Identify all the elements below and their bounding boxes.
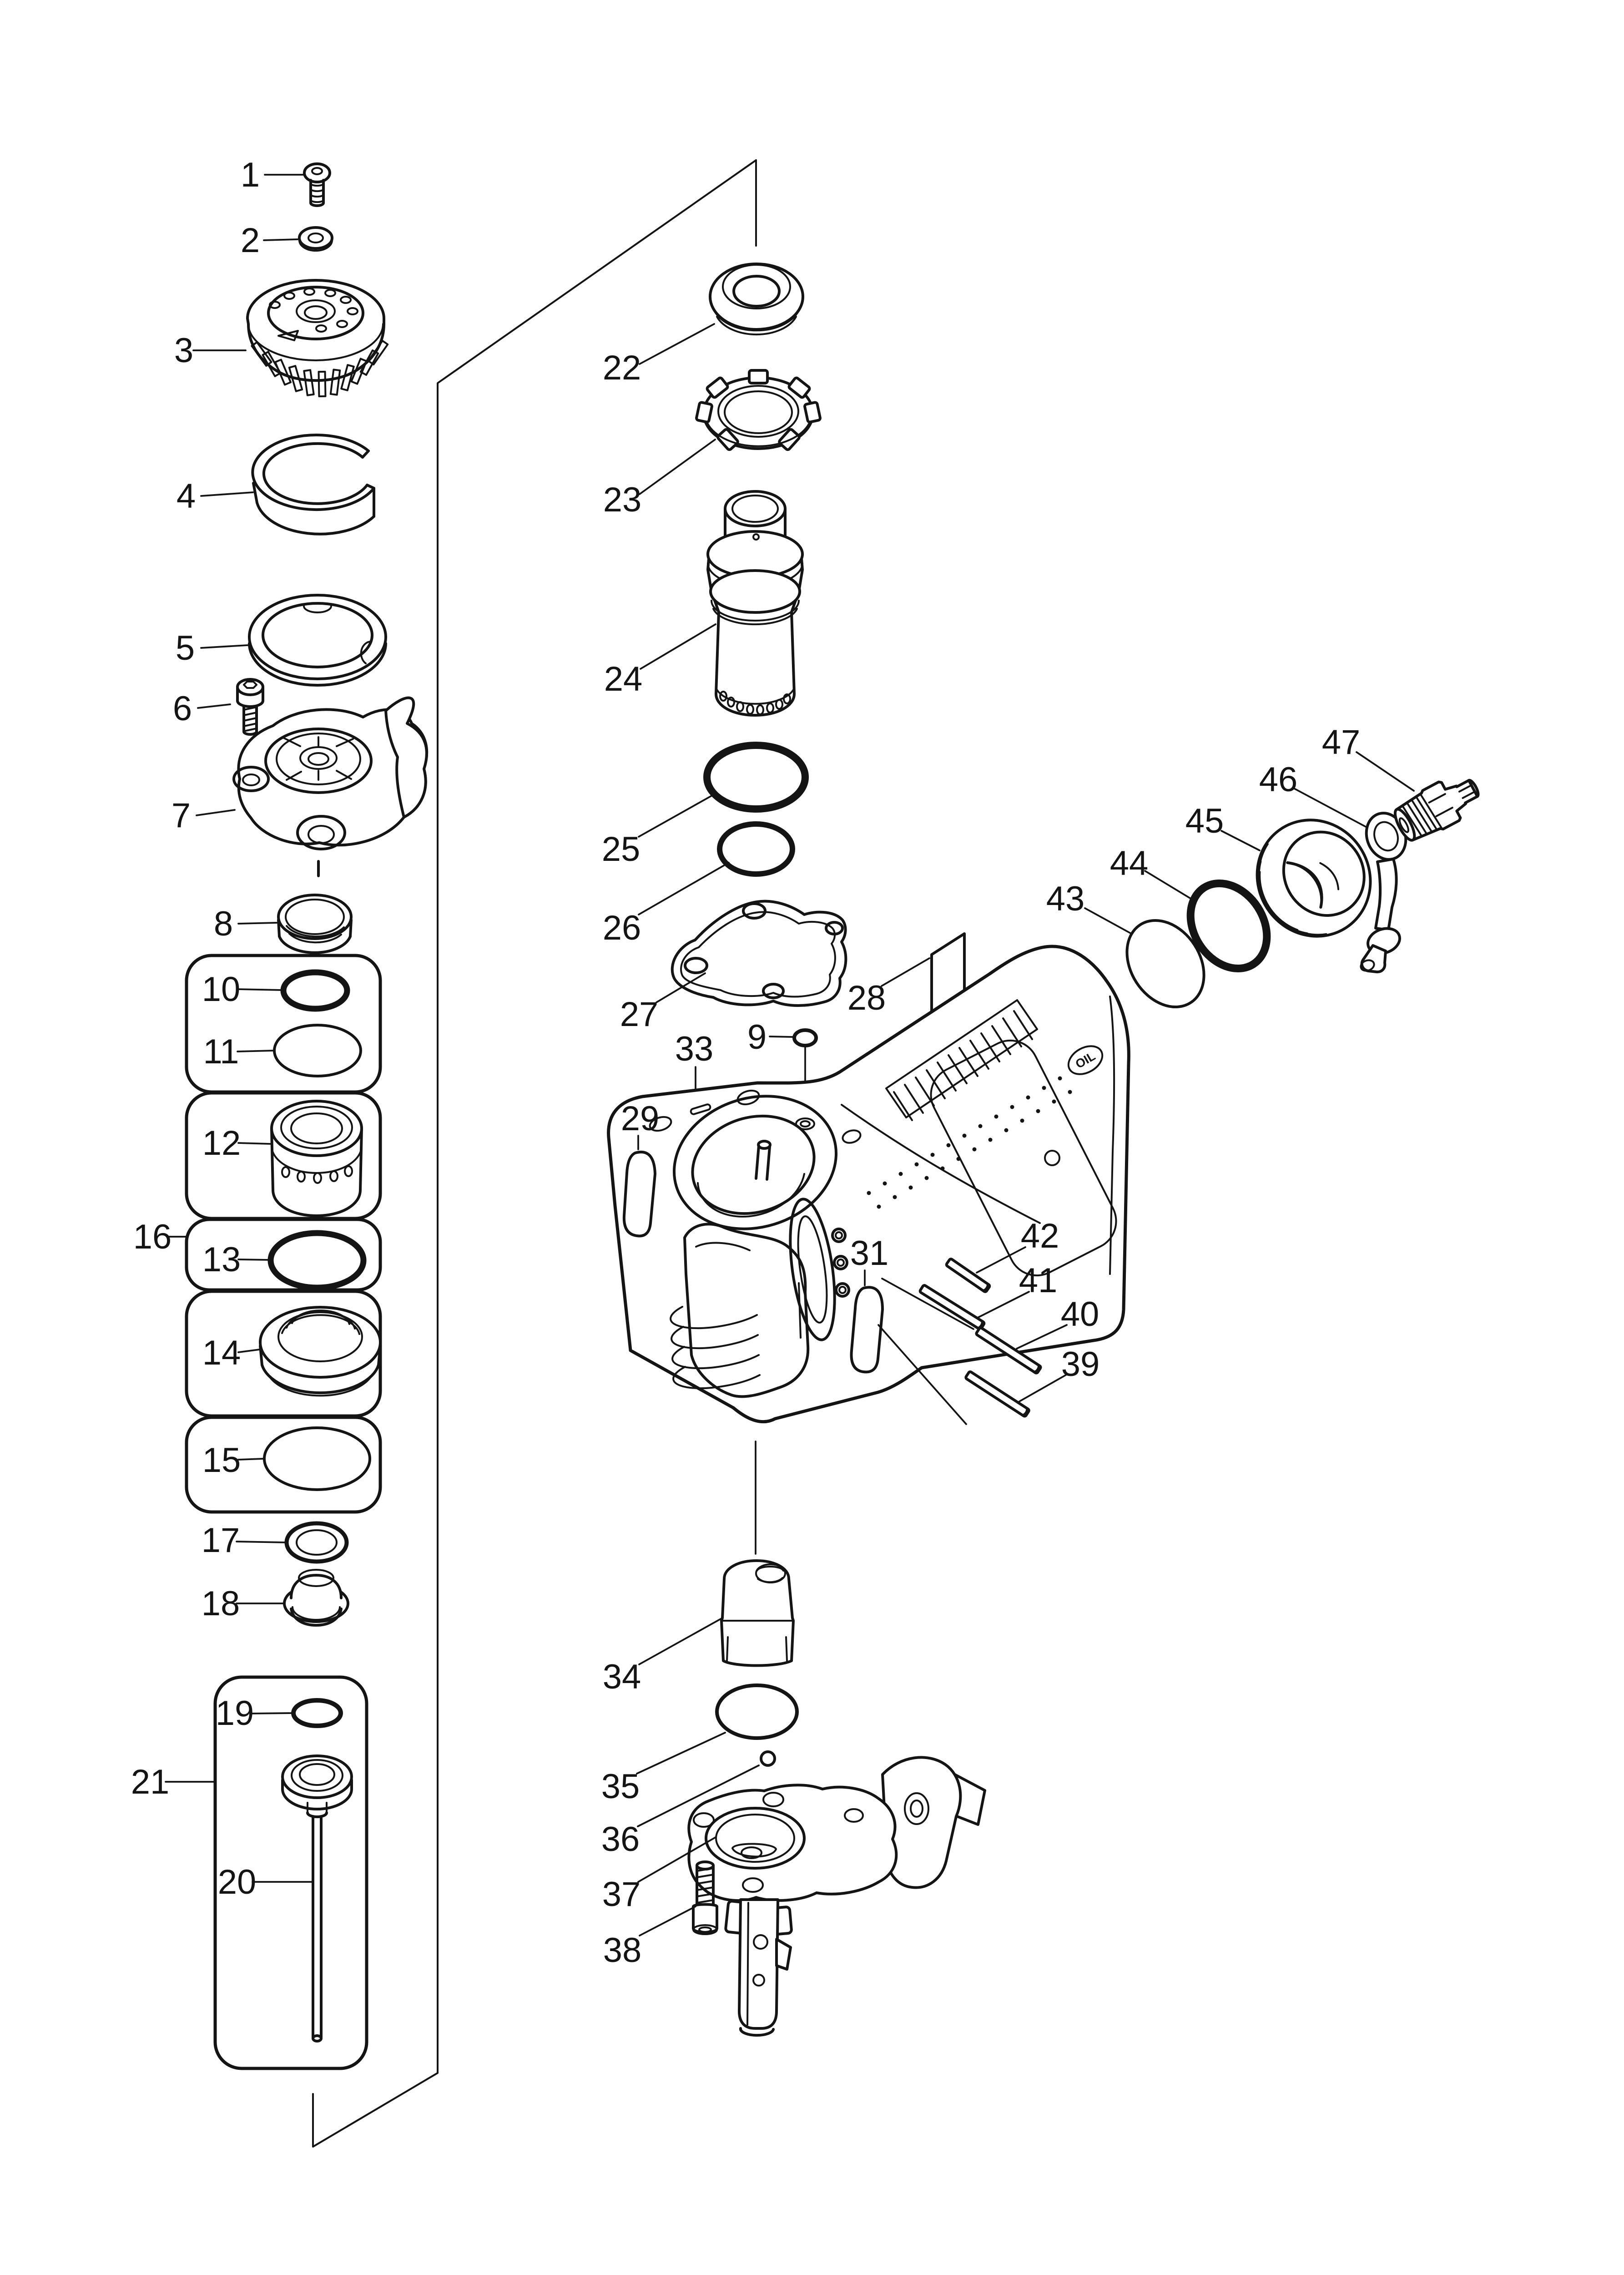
part-label-2: 2: [241, 221, 260, 260]
leader-lines: [165, 174, 1415, 1936]
cap-holes: [269, 288, 358, 333]
part-label-1: 1: [241, 156, 260, 194]
part-drawing-plug-18: [283, 1569, 349, 1627]
handle-vents: [893, 1010, 1033, 1121]
part-drawing-endcap-45: [1256, 819, 1372, 938]
part-label-39: 39: [1061, 1345, 1100, 1384]
part-label-8: 8: [214, 905, 233, 943]
part-drawing-oring-35: [715, 1684, 799, 1740]
part-drawing-oring-10: [280, 969, 350, 1012]
part-drawing-packing-14: [259, 1306, 382, 1397]
part-drawing-cover-7: [232, 696, 429, 877]
part-label-24: 24: [604, 660, 643, 698]
part-label-38: 38: [603, 1931, 642, 1970]
part-drawing-fitting-47: [1393, 779, 1480, 842]
part-drawing-oring-44: [1186, 879, 1271, 973]
part-drawing-gasket-27: [671, 900, 847, 1007]
part-label-29: 29: [621, 1099, 660, 1138]
part-label-33: 33: [675, 1030, 714, 1068]
part-label-40: 40: [1061, 1295, 1099, 1334]
part-label-27: 27: [620, 995, 659, 1034]
part-label-45: 45: [1185, 802, 1224, 840]
part-label-37: 37: [602, 1875, 641, 1914]
part-label-11: 11: [203, 1032, 239, 1071]
part-label-6: 6: [173, 689, 192, 728]
part-label-13: 13: [202, 1240, 241, 1279]
part-drawing-oring-19: [291, 1698, 343, 1728]
part-drawing-pin-41: [918, 1284, 986, 1330]
part-label-25: 25: [602, 830, 641, 869]
part-drawing-nosecap-34: [720, 1441, 795, 1667]
part-label-35: 35: [601, 1767, 640, 1806]
part-drawing-oring-25: [703, 742, 809, 813]
part-label-47: 47: [1322, 723, 1361, 762]
part-label-20: 20: [218, 1863, 257, 1901]
part-drawing-bolt-6: [236, 678, 264, 736]
part-drawing-oring-15: [263, 1426, 371, 1491]
part-drawing-capseal-5: [248, 594, 387, 687]
part-drawing-contactarm-37: [687, 1756, 986, 2037]
part-drawing-cylinder-24: [706, 490, 804, 717]
part-drawing-pin-39: [964, 1370, 1030, 1418]
part-label-42: 42: [1021, 1217, 1059, 1255]
part-label-31: 31: [850, 1234, 889, 1273]
part-label-28: 28: [847, 979, 886, 1017]
part-drawing-locknut-23: [695, 369, 822, 451]
part-label-10: 10: [202, 970, 241, 1009]
part-drawing-oring-11: [273, 1024, 362, 1077]
part-label-15: 15: [202, 1441, 241, 1480]
part-drawing-stopper-12: [270, 1100, 363, 1217]
part-label-26: 26: [603, 909, 641, 947]
part-drawing-sleeve-8: [277, 894, 353, 954]
part-label-9: 9: [747, 1018, 767, 1057]
part-label-19: 19: [216, 1694, 254, 1733]
part-label-12: 12: [202, 1124, 241, 1163]
part-label-3: 3: [174, 331, 193, 370]
part-drawing-sealwasher-17: [284, 1521, 349, 1564]
part-label-23: 23: [603, 480, 642, 519]
part-label-44: 44: [1110, 844, 1149, 883]
part-drawing-oring-26: [717, 821, 795, 877]
part-label-4: 4: [177, 477, 196, 516]
part-drawing-housing-33: OIL: [607, 945, 1130, 1424]
part-label-22: 22: [603, 349, 641, 387]
part-label-18: 18: [202, 1584, 240, 1623]
part-number-labels: 1 2 3 4 5 6 7 8 9 10 11 12 13 14 15 16 1…: [131, 156, 1361, 1970]
part-label-41: 41: [1019, 1261, 1058, 1300]
part-drawing-valvestem-20: [281, 1754, 353, 2042]
part-drawing-label-29: [622, 1151, 656, 1238]
part-drawing-protector-4: [251, 434, 375, 536]
cap-ribs: [251, 339, 389, 398]
seal-set-boxes: [185, 954, 382, 1514]
part-label-17: 17: [202, 1521, 240, 1560]
part-label-43: 43: [1046, 880, 1085, 918]
handle-dots: [867, 1076, 1072, 1209]
part-drawing-pin-40: [975, 1326, 1042, 1375]
part-drawing-washer-2: [298, 226, 333, 252]
part-drawing-dustcap-46: [1360, 812, 1407, 974]
part-drawing-bumper-22: [709, 263, 804, 336]
spring-coils: [670, 1306, 761, 1390]
part-label-46: 46: [1259, 760, 1298, 799]
part-label-16: 16: [133, 1218, 172, 1256]
part-label-5: 5: [176, 629, 195, 667]
part-drawing-ball-36: [760, 1750, 776, 1767]
cylinder-vent-holes: [719, 691, 791, 715]
part-label-36: 36: [601, 1820, 640, 1859]
part-drawing-screw-1: [303, 162, 331, 207]
part-label-34: 34: [603, 1658, 641, 1696]
part-label-14: 14: [202, 1334, 241, 1372]
valve-set-box: [213, 1675, 368, 2070]
part-drawing-disc-43: [1125, 919, 1205, 1009]
part-drawing-cap-3: [246, 279, 389, 398]
part-drawing-pin-42: [945, 1258, 991, 1293]
part-drawing-oring-13: [267, 1230, 367, 1291]
part-label-21: 21: [131, 1763, 170, 1801]
fold-plane-boundary: [312, 159, 757, 2148]
part-label-7: 7: [171, 796, 191, 835]
part-drawing-label-31: [850, 1286, 884, 1374]
part-drawing-bolt-38: [692, 1860, 718, 1935]
